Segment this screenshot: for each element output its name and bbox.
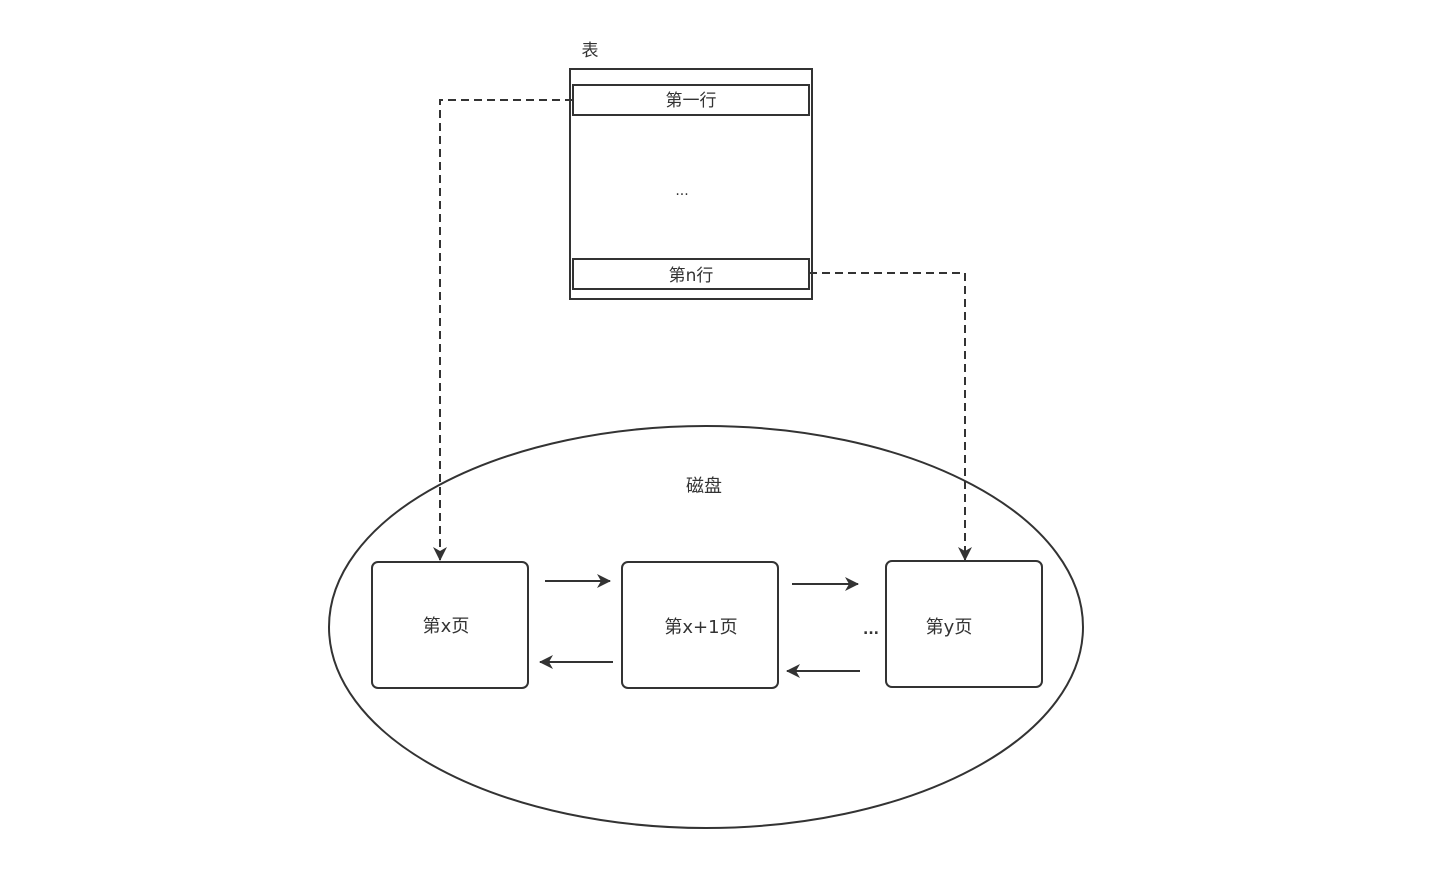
page-box-x-plus-1 — [621, 561, 779, 689]
table-row-last-label: 第n行 — [669, 266, 714, 286]
table-title: 表 — [582, 41, 599, 61]
table-row-first-label: 第一行 — [666, 91, 717, 111]
page-box-y — [885, 560, 1043, 688]
page-label-x: 第x页 — [423, 616, 470, 637]
table-row-last — [572, 258, 810, 290]
page-label-y: 第y页 — [926, 617, 973, 638]
page-box-x — [371, 561, 529, 689]
table-ellipsis: ... — [675, 183, 688, 199]
disk-ellipsis: ... — [863, 622, 879, 638]
dashed-arrow-first-row-to-page-x — [433, 99, 573, 561]
table-row-first — [572, 84, 810, 116]
page-label-x-plus-1: 第x+1页 — [664, 617, 737, 638]
disk-title: 磁盘 — [686, 476, 722, 497]
dashed-arrow-last-row-to-page-y — [809, 272, 972, 561]
